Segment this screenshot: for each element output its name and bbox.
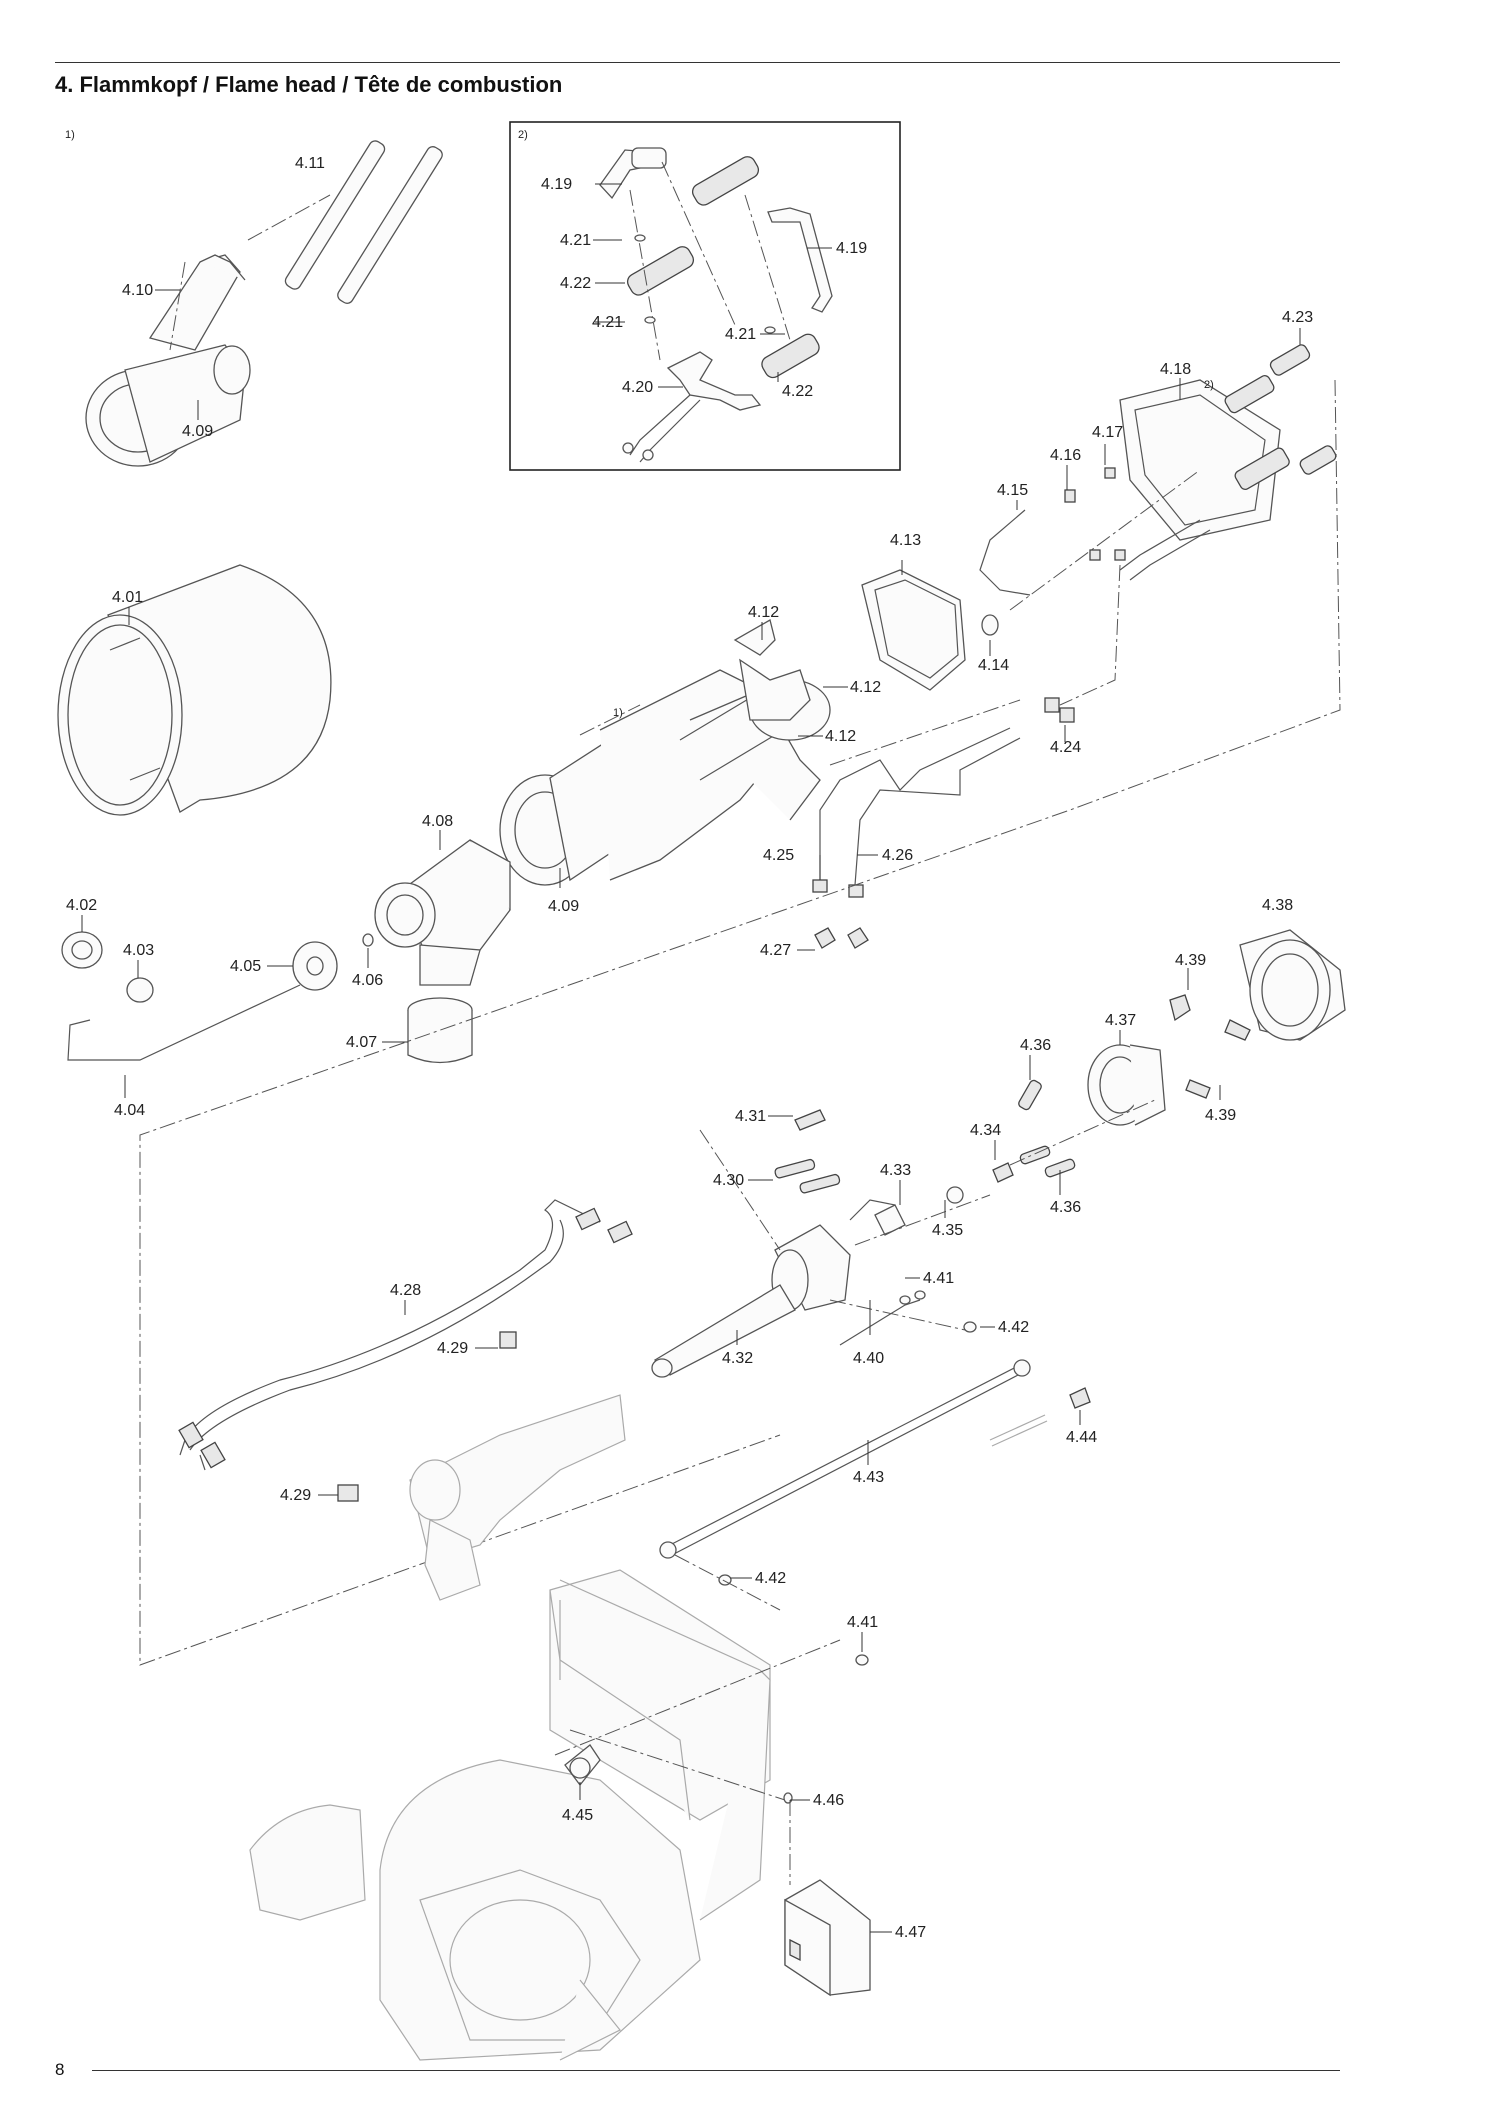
label-4-03: 4.03 xyxy=(123,942,154,959)
assembly-frame-link xyxy=(1059,564,1121,706)
top-rule xyxy=(55,62,1340,63)
label-4-16: 4.16 xyxy=(1050,447,1081,464)
label-4-11: 4.11 xyxy=(295,155,325,172)
bottom-parts xyxy=(564,1744,871,1997)
label-4-29-b: 4.29 xyxy=(280,1487,311,1504)
label-4-22-a: 4.22 xyxy=(560,275,591,292)
label-4-43: 4.43 xyxy=(853,1469,884,1486)
label-4-46: 4.46 xyxy=(813,1792,844,1809)
label-4-12-c: 4.12 xyxy=(825,728,856,745)
label-4-31: 4.31 xyxy=(735,1108,766,1125)
label-4-36-a: 4.36 xyxy=(1020,1037,1051,1054)
page-number: 8 xyxy=(55,2060,65,2079)
flame-head-housing xyxy=(61,839,511,1064)
footnote-1: 1) xyxy=(65,129,75,141)
label-4-14: 4.14 xyxy=(978,657,1009,674)
label-4-29-a: 4.29 xyxy=(437,1340,468,1357)
bottom-rule xyxy=(92,2070,1340,2071)
label-4-02: 4.02 xyxy=(66,897,97,914)
label-4-33: 4.33 xyxy=(880,1162,911,1179)
leader-lines xyxy=(81,183,1301,1933)
label-4-12-a: 4.12 xyxy=(748,604,779,621)
label-4-28: 4.28 xyxy=(390,1282,421,1299)
label-4-12-b: 4.12 xyxy=(850,679,881,696)
right-parts xyxy=(992,929,1346,1183)
label-4-22-b: 4.22 xyxy=(782,383,813,400)
label-4-44: 4.44 xyxy=(1066,1429,1097,1446)
label-4-13: 4.13 xyxy=(890,532,921,549)
label-4-32: 4.32 xyxy=(722,1350,753,1367)
label-4-25: 4.25 xyxy=(763,847,794,864)
label-4-35: 4.35 xyxy=(932,1222,963,1239)
label-4-30: 4.30 xyxy=(713,1172,744,1189)
ignition-cable xyxy=(178,1199,633,1502)
label-4-08: 4.08 xyxy=(422,813,453,830)
main-flame-head xyxy=(499,619,831,886)
label-4-09: 4.09 xyxy=(182,423,213,440)
label-4-21-c: 4.21 xyxy=(725,326,756,343)
label-4-21-a: 4.21 xyxy=(560,232,591,249)
label-4-38: 4.38 xyxy=(1262,897,1293,914)
label-4-47: 4.47 xyxy=(895,1924,926,1941)
nozzle-assembly xyxy=(651,1099,1156,1666)
label-4-01: 4.01 xyxy=(112,589,143,606)
air-tube xyxy=(57,564,332,816)
label-4-15: 4.15 xyxy=(997,482,1028,499)
part-labels: 1) 2) 2) 1) 4.11 4.10 4.09 4.19 4.19 4.2… xyxy=(65,129,1313,1941)
label-4-45: 4.45 xyxy=(562,1807,593,1824)
label-4-09-b: 4.09 xyxy=(548,898,579,915)
label-4-42-a: 4.42 xyxy=(998,1319,1029,1336)
label-4-26: 4.26 xyxy=(882,847,913,864)
label-4-06: 4.06 xyxy=(352,972,383,989)
footnote-2: 2) xyxy=(518,129,528,141)
burner-housing xyxy=(249,1394,841,2061)
label-4-19-a: 4.19 xyxy=(541,176,572,193)
label-4-07: 4.07 xyxy=(346,1034,377,1051)
label-4-39-b: 4.39 xyxy=(1205,1107,1236,1124)
label-4-21-b: 4.21 xyxy=(592,314,623,331)
label-4-41-a: 4.41 xyxy=(923,1270,954,1287)
label-4-23: 4.23 xyxy=(1282,309,1313,326)
label-4-10: 4.10 xyxy=(122,282,153,299)
footnote-2-ref: 2) xyxy=(1204,379,1214,391)
label-4-36-b: 4.36 xyxy=(1050,1199,1081,1216)
label-4-19-b: 4.19 xyxy=(836,240,867,257)
label-4-39-a: 4.39 xyxy=(1175,952,1206,969)
label-4-37: 4.37 xyxy=(1105,1012,1136,1029)
inset-parts xyxy=(599,147,833,463)
footnote-1-ref: 1) xyxy=(613,707,623,719)
label-4-40: 4.40 xyxy=(853,1350,884,1367)
label-4-27: 4.27 xyxy=(760,942,791,959)
page-title: 4. Flammkopf / Flame head / Tête de comb… xyxy=(55,72,563,97)
label-4-34: 4.34 xyxy=(970,1122,1001,1139)
label-4-05: 4.05 xyxy=(230,958,261,975)
upper-right-parts xyxy=(812,344,1337,949)
label-4-41-b: 4.41 xyxy=(847,1614,878,1631)
label-4-42-b: 4.42 xyxy=(755,1570,786,1587)
label-4-20: 4.20 xyxy=(622,379,653,396)
upper-left-parts xyxy=(85,140,443,467)
label-4-18: 4.18 xyxy=(1160,361,1191,378)
label-4-17: 4.17 xyxy=(1092,424,1123,441)
label-4-24: 4.24 xyxy=(1050,739,1081,756)
inset-frame xyxy=(509,121,901,471)
assembly-frame-upper xyxy=(139,379,1341,1666)
label-4-04: 4.04 xyxy=(114,1102,145,1119)
